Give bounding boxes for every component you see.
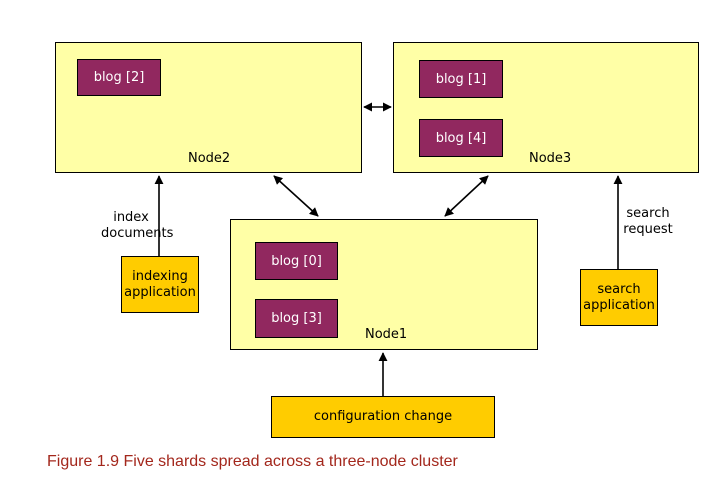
shard-blog-0: blog [0] [255,242,338,280]
shard-blog-2-label: blog [2] [93,70,145,85]
node1-box: blog [0] blog [3] Node1 [230,219,538,350]
node2-label: Node2 [188,151,231,166]
shard-blog-3: blog [3] [255,299,338,338]
configuration-change-box: configuration change [271,396,495,438]
arrow-node3-node1 [444,175,489,217]
shard-blog-1: blog [1] [419,60,503,98]
indexing-application-label: indexing application [124,268,196,300]
index-documents-label: index documents [101,210,174,241]
shard-blog-4-label: blog [4] [435,130,487,146]
node1-label: Node1 [365,327,408,342]
search-request-label: search request [623,206,673,237]
search-application-label: search application [583,281,655,313]
shard-blog-4: blog [4] [419,119,503,157]
shard-blog-1-label: blog [1] [435,71,487,87]
shard-blog-0-label: blog [0] [271,253,322,269]
arrow-node2-node1 [273,175,319,217]
shard-blog-3-label: blog [3] [271,311,322,326]
node3-label: Node3 [529,151,572,166]
configuration-change-label: configuration change [313,409,453,424]
figure-caption: Figure 1.9 Five shards spread across a t… [47,453,458,470]
node2-box: blog [2] Node2 [55,42,362,173]
search-application-box: search application [580,269,658,326]
shard-blog-2: blog [2] [77,59,161,96]
node3-box: blog [1] blog [4] Node3 [393,42,699,173]
indexing-application-box: indexing application [121,256,199,313]
